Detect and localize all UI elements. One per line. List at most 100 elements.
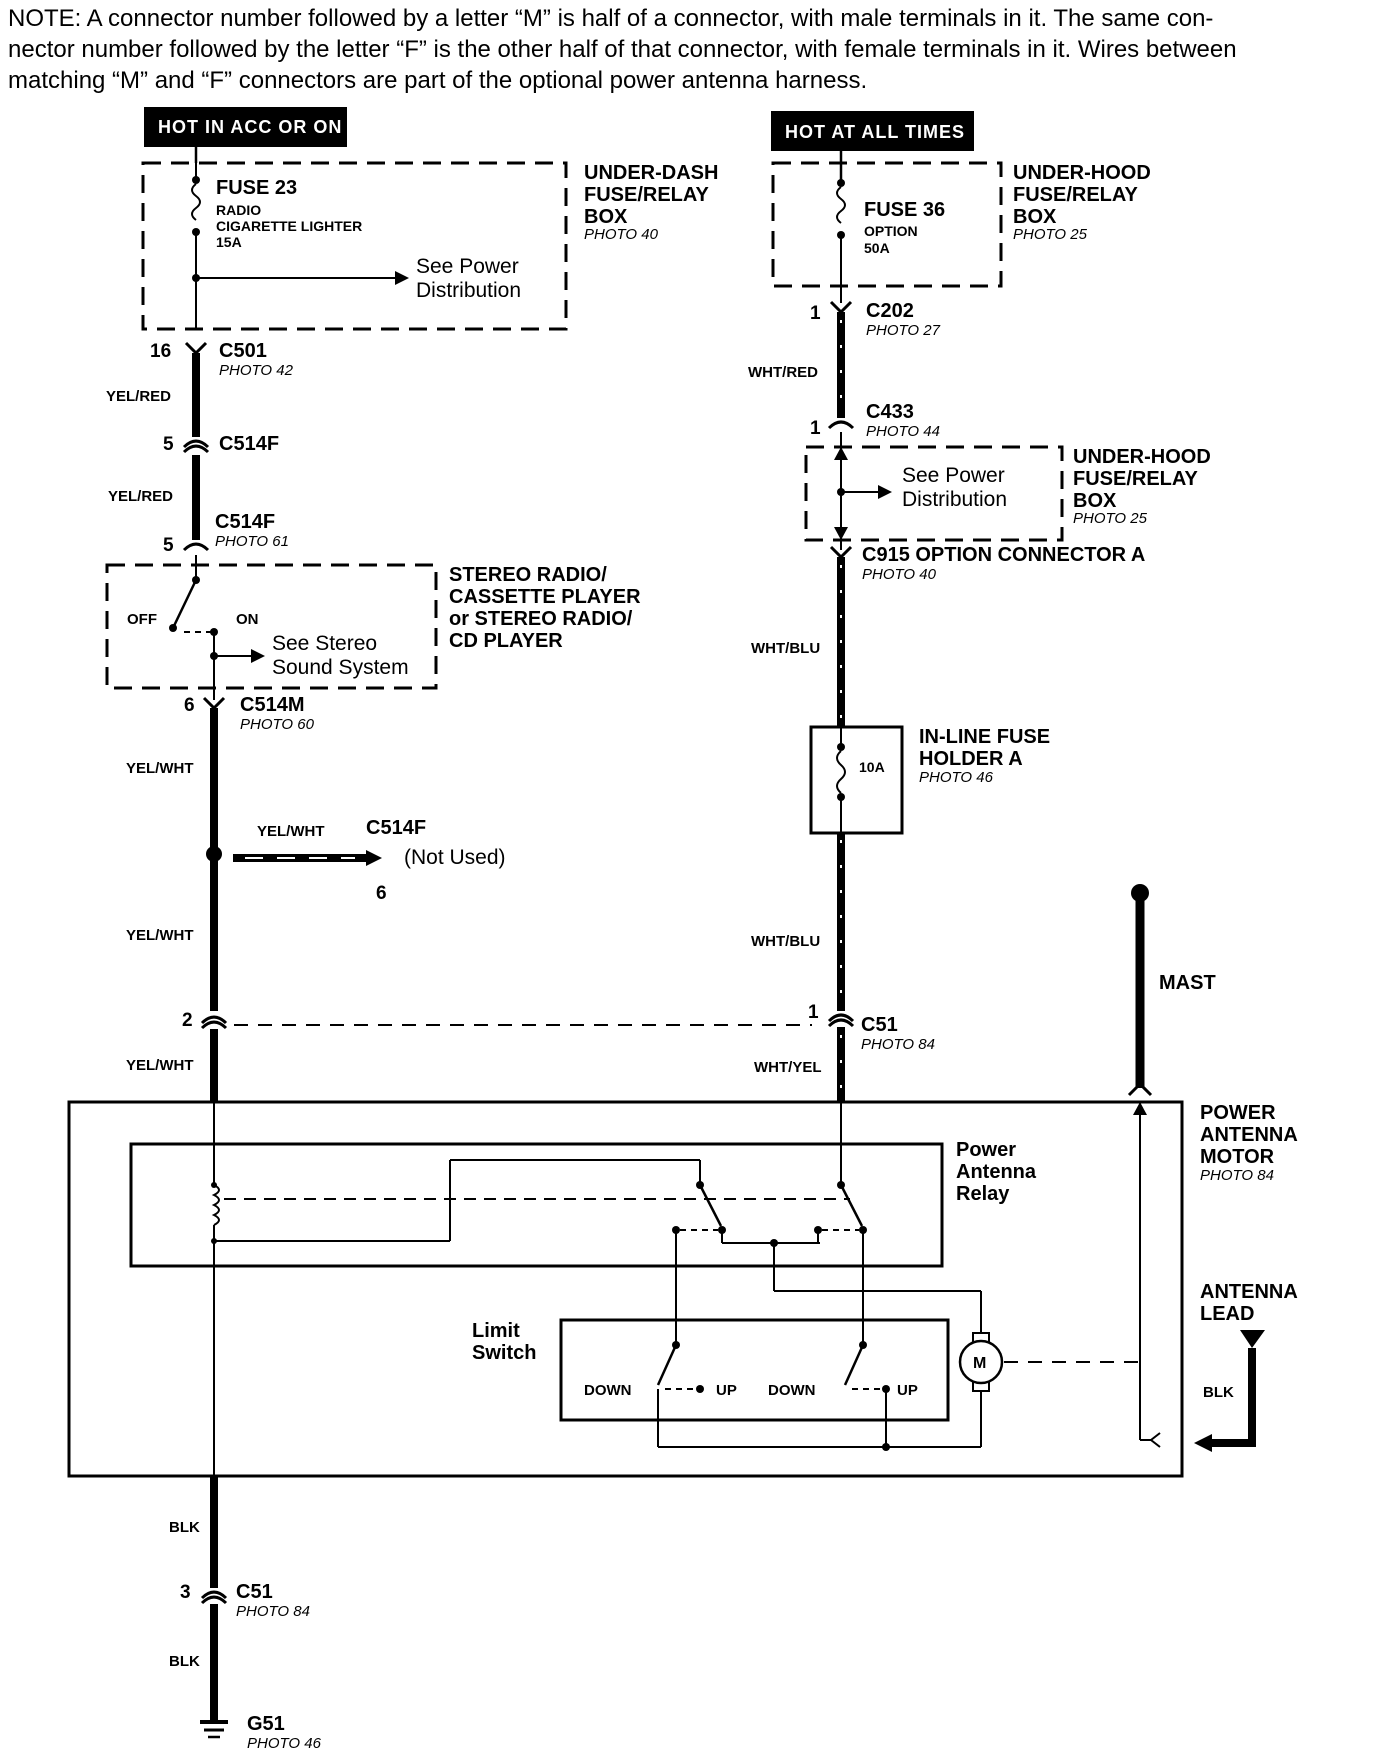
- relay-coil: [211, 1184, 220, 1226]
- ground-symbol: [200, 1720, 228, 1739]
- stereo-on-label: ON: [236, 611, 259, 628]
- stereo-title3: or STEREO RADIO/: [449, 608, 633, 630]
- under-hood2-title3: BOX: [1073, 490, 1117, 512]
- c915-label: C915 OPTION CONNECTOR A: [862, 544, 1145, 566]
- under-hood2-photo: PHOTO 25: [1073, 510, 1148, 527]
- relay-label3: Relay: [956, 1183, 1010, 1205]
- limit-label1: Limit: [472, 1320, 520, 1342]
- under-hood2-title1: UNDER-HOOD: [1073, 446, 1211, 468]
- fuse-36-rating: 50A: [864, 240, 890, 256]
- note-line-2: nector number followed by the letter “F”…: [8, 36, 1237, 63]
- c51-right-connector: [827, 1013, 855, 1023]
- antenna-lead-symbol: [1240, 1330, 1265, 1348]
- c514f-b-pin: 5: [163, 535, 174, 556]
- header-hot-acc-on: HOT IN ACC OR ON: [144, 107, 347, 147]
- see-power-1: See Power: [416, 255, 519, 278]
- c51-lower-label: C51: [236, 1581, 273, 1603]
- header-right-label: HOT AT ALL TIMES: [785, 122, 965, 142]
- inline-fuse-title1: IN-LINE FUSE: [919, 726, 1050, 748]
- inline-fuse-rating: 10A: [859, 759, 885, 775]
- branch-wire-label: YEL/WHT: [257, 823, 325, 840]
- antenna-lead-label1: ANTENNA: [1200, 1281, 1298, 1303]
- g51-photo: PHOTO 46: [247, 1735, 322, 1752]
- stereo-switch: [171, 579, 198, 629]
- relay-label2: Antenna: [956, 1161, 1037, 1183]
- under-hood-title3: BOX: [1013, 206, 1057, 228]
- stereo-title1: STEREO RADIO/: [449, 564, 607, 586]
- motor-symbol: [958, 1339, 1004, 1385]
- under-dash-fuse-box: [141, 161, 568, 331]
- c514m-pin: 6: [184, 695, 195, 716]
- under-hood-title2: FUSE/RELAY: [1013, 184, 1139, 206]
- c501-photo: PHOTO 42: [219, 362, 294, 379]
- motor-m-label: M: [973, 1355, 986, 1372]
- c915-photo: PHOTO 40: [862, 566, 937, 583]
- note-line-3: matching “M” and “F” connectors are part…: [8, 67, 867, 94]
- branch-not-used: (Not Used): [404, 846, 506, 869]
- c51-lower-photo: PHOTO 84: [236, 1603, 310, 1620]
- under-dash-photo: PHOTO 40: [584, 226, 659, 243]
- c51-lower-connector: [200, 1590, 228, 1600]
- g51-label: G51: [247, 1713, 285, 1735]
- c202-label: C202: [866, 300, 914, 322]
- splice-point: [206, 846, 222, 862]
- under-hood-photo: PHOTO 25: [1013, 226, 1088, 243]
- relay-label1: Power: [956, 1139, 1016, 1161]
- note-line-1: NOTE: A connector number followed by a l…: [8, 5, 1213, 32]
- mast-label: MAST: [1159, 972, 1216, 994]
- power-antenna-motor-box: [67, 1100, 1184, 1478]
- c501-label: C501: [219, 340, 267, 362]
- c514f-connector-b: [182, 542, 210, 552]
- c202-photo: PHOTO 27: [866, 322, 941, 339]
- see-power-right-1: See Power: [902, 464, 1005, 487]
- stereo-radio-box: [105, 563, 438, 690]
- under-hood-box-2: [804, 445, 1064, 542]
- c501-pin: 16: [150, 341, 171, 362]
- under-hood2-title2: FUSE/RELAY: [1073, 468, 1199, 490]
- inline-fuse-photo: PHOTO 46: [919, 769, 994, 786]
- c514f-b-photo: PHOTO 61: [215, 533, 289, 550]
- fuse-23-desc2: CIGARETTE LIGHTER: [216, 218, 362, 234]
- fuse-23-rating: 15A: [216, 234, 242, 250]
- under-hood-fuse-box: [771, 161, 1003, 288]
- limit-switch: [559, 1318, 950, 1422]
- c51-right-pin: 1: [808, 1002, 819, 1023]
- motor-title2: ANTENNA: [1200, 1124, 1298, 1146]
- wire-yel-wht-label-3: YEL/WHT: [126, 1057, 194, 1074]
- wire-yel-red-label-1: YEL/RED: [106, 388, 171, 405]
- limit-up1: UP: [716, 1382, 737, 1399]
- under-dash-title3: BOX: [584, 206, 628, 228]
- under-dash-title1: UNDER-DASH: [584, 162, 718, 184]
- see-power-2: Distribution: [416, 279, 521, 302]
- wire-blk-label-1: BLK: [169, 1519, 200, 1536]
- power-antenna-relay: [129, 1142, 944, 1268]
- c51-right-label: C51: [861, 1014, 898, 1036]
- c202-pin: 1: [810, 303, 821, 324]
- c51-left-connector: [200, 1015, 228, 1025]
- header-left-label: HOT IN ACC OR ON: [158, 117, 342, 137]
- c514f-a-pin: 5: [163, 434, 174, 455]
- fuse-23-desc1: RADIO: [216, 202, 261, 218]
- c514m-photo: PHOTO 60: [240, 716, 315, 733]
- inline-fuse-holder: [809, 725, 904, 835]
- motor-photo: PHOTO 84: [1200, 1167, 1274, 1184]
- limit-label2: Switch: [472, 1342, 536, 1364]
- header-hot-all-times: HOT AT ALL TIMES: [771, 111, 974, 151]
- antenna-lead-label2: LEAD: [1200, 1303, 1254, 1325]
- stereo-title2: CASSETTE PLAYER: [449, 586, 641, 608]
- inline-fuse-title2: HOLDER A: [919, 748, 1023, 770]
- see-stereo-2: Sound System: [272, 656, 409, 679]
- stereo-title4: CD PLAYER: [449, 630, 563, 652]
- c433-label: C433: [866, 401, 914, 423]
- wire-yel-red-label-2: YEL/RED: [108, 488, 173, 505]
- motor-title1: POWER: [1200, 1102, 1276, 1124]
- wire-yel-wht-label-2: YEL/WHT: [126, 927, 194, 944]
- wire-wht-red-label: WHT/RED: [748, 364, 818, 381]
- motor-title3: MOTOR: [1200, 1146, 1275, 1168]
- c51-left-pin: 2: [182, 1010, 193, 1031]
- fuse-23-symbol: [191, 183, 201, 221]
- c51-right-photo: PHOTO 84: [861, 1036, 935, 1053]
- c501-connector: [184, 341, 208, 356]
- under-dash-title2: FUSE/RELAY: [584, 184, 710, 206]
